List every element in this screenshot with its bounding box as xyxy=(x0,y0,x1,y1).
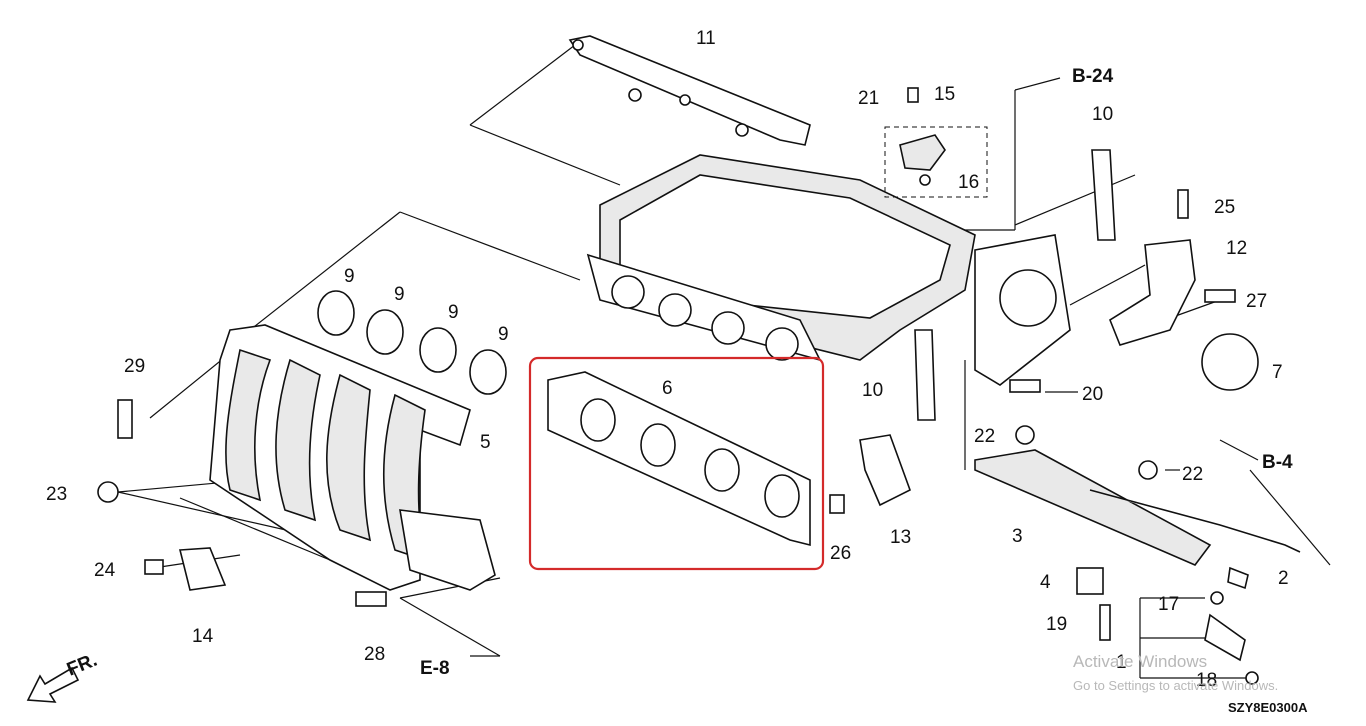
callout-18: 18 xyxy=(1196,670,1217,691)
callout-24: 24 xyxy=(94,560,116,581)
callout-9c: 9 xyxy=(448,302,459,323)
callout-3: 3 xyxy=(1012,526,1023,547)
callout-11: 11 xyxy=(696,28,716,49)
callout-22a: 22 xyxy=(974,426,995,447)
callout-22b: 22 xyxy=(1182,464,1203,485)
page-references: B-24 B-4 E-8 xyxy=(420,66,1293,679)
callout-12: 12 xyxy=(1226,238,1247,259)
ref-b24: B-24 xyxy=(1072,66,1114,87)
leader-lines xyxy=(117,44,1331,679)
callout-15: 15 xyxy=(934,84,955,105)
callout-26: 26 xyxy=(830,543,851,564)
callout-9d: 9 xyxy=(498,324,509,345)
callout-16: 16 xyxy=(958,172,979,193)
front-label: FR. xyxy=(64,650,100,681)
callout-23: 23 xyxy=(46,484,67,505)
callout-27: 27 xyxy=(1246,291,1267,312)
callout-21: 21 xyxy=(858,88,879,109)
callout-1: 1 xyxy=(1116,652,1127,673)
intake-manifold-upper xyxy=(586,154,976,362)
callout-20: 20 xyxy=(1082,384,1103,405)
front-arrow-icon xyxy=(26,666,80,703)
intake-manifold-gasket xyxy=(547,371,811,547)
callout-4: 4 xyxy=(1040,572,1051,593)
brackets-and-fasteners xyxy=(97,149,1259,607)
ref-b4: B-4 xyxy=(1262,452,1293,473)
callout-9a: 9 xyxy=(344,266,355,287)
highlight-box xyxy=(528,356,825,571)
callout-5: 5 xyxy=(480,432,491,453)
callout-29: 29 xyxy=(124,356,145,377)
callout-10b: 10 xyxy=(862,380,883,401)
activation-watermark-subtitle: Go to Settings to activate Windows. xyxy=(1073,678,1278,693)
activation-watermark-title: Activate Windows xyxy=(1073,652,1207,671)
callout-10a: 10 xyxy=(1092,104,1113,125)
callout-numbers: 1 2 3 4 5 6 7 9 9 9 9 10 10 11 12 13 14 … xyxy=(46,28,1289,691)
manifold-seals xyxy=(317,290,507,395)
callout-17: 17 xyxy=(1158,594,1179,615)
throttle-body-flange xyxy=(974,234,1071,386)
callout-6: 6 xyxy=(662,378,673,399)
ref-e8: E-8 xyxy=(420,658,450,679)
callout-19: 19 xyxy=(1046,614,1067,635)
callout-28: 28 xyxy=(364,644,385,665)
callout-7: 7 xyxy=(1272,362,1283,383)
callout-14: 14 xyxy=(192,626,214,647)
callout-2: 2 xyxy=(1278,568,1289,589)
callout-9b: 9 xyxy=(394,284,405,305)
diagram-code: SZY8E0300A xyxy=(1228,700,1308,715)
callout-13: 13 xyxy=(890,527,911,548)
injector-harness-bracket xyxy=(568,35,811,146)
map-sensor-group xyxy=(884,87,988,198)
fuel-rail xyxy=(974,449,1301,685)
intake-manifold-lower xyxy=(209,324,496,591)
callout-25: 25 xyxy=(1214,197,1235,218)
